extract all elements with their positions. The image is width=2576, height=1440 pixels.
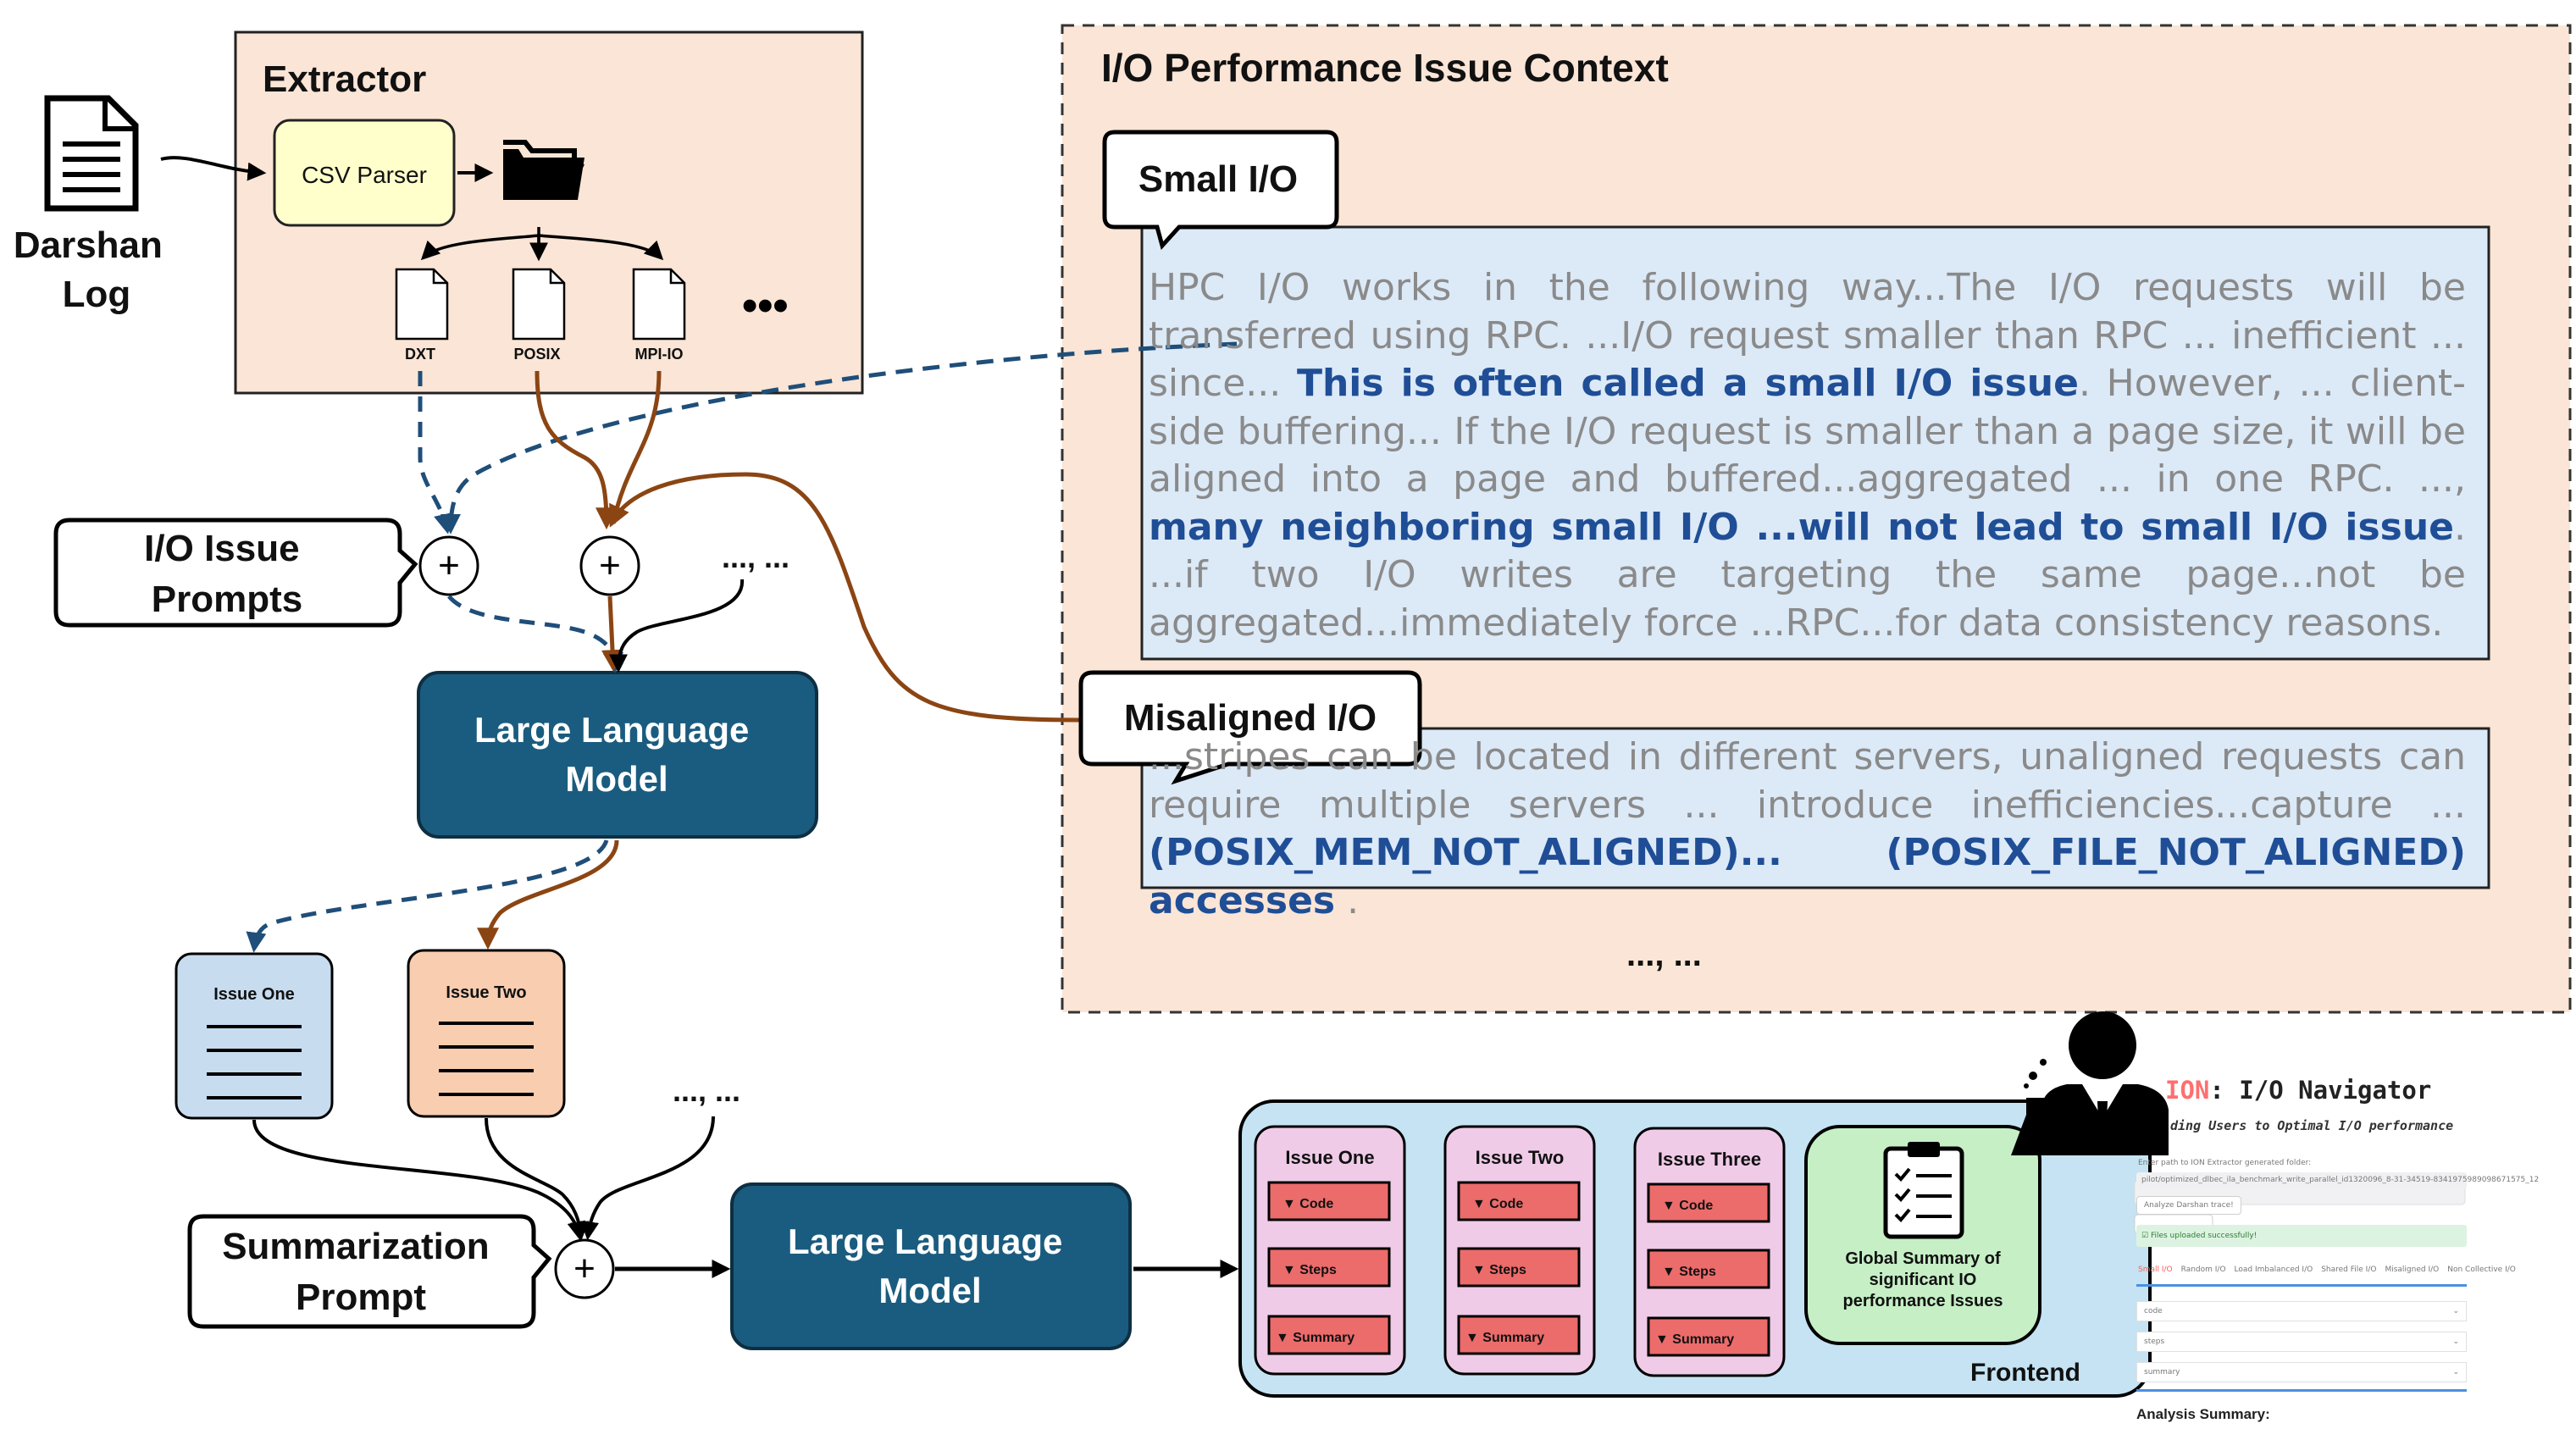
file-label-mpi-io: MPI-IO	[635, 346, 684, 363]
svg-text:▼ Summary: ▼ Summary	[1465, 1331, 1544, 1345]
extractor-more: •••	[742, 281, 789, 330]
svg-text:▼ Steps: ▼ Steps	[1282, 1263, 1337, 1277]
frontend-panel: Frontend Issue One ▼ Code ▼ Steps ▼ Summ…	[1238, 1099, 2152, 1398]
file-label-posix: POSIX	[513, 346, 560, 363]
navigator-tabs: Small I/O Random I/O Load Imbalanced I/O…	[2138, 1266, 2516, 1274]
svg-text:▼ Summary: ▼ Summary	[1276, 1331, 1354, 1345]
arrow-more-issues-to-combine	[580, 1116, 715, 1241]
issue-one-card: Issue One	[175, 952, 334, 1120]
darshan-log-label: Darshan Log	[14, 224, 173, 315]
dxt-file-icon	[395, 268, 449, 341]
svg-text:Issue Three: Issue Three	[1658, 1149, 1761, 1170]
navigator-success-banner: ☑ Files uploaded successfully!	[2136, 1225, 2467, 1247]
navigator-tab-non-collective-io[interactable]: Non Collective I/O	[2447, 1266, 2516, 1274]
svg-text:Issue Two: Issue Two	[1476, 1147, 1565, 1168]
svg-text:▼ Code: ▼ Code	[1662, 1199, 1713, 1213]
navigator-path-label: Enter path to ION Extractor generated fo…	[2138, 1159, 2312, 1167]
misaligned-io-tab: Misaligned I/O	[1078, 670, 1422, 785]
arrow-combine1-to-llm	[447, 595, 624, 673]
svg-text:▼ Code: ▼ Code	[1282, 1197, 1333, 1211]
global-summary-label: Global Summary of significant IO perform…	[1842, 1249, 2003, 1310]
scientist-icon	[2011, 1011, 2169, 1155]
arrow-llm-to-issue-one	[246, 839, 609, 953]
svg-text:Issue One: Issue One	[213, 985, 295, 1004]
svg-text:Misaligned I/O: Misaligned I/O	[1124, 697, 1377, 739]
summarization-prompt-callout: Summarization Prompt	[187, 1214, 552, 1329]
svg-text:Summarization Prompt: Summarization Prompt	[222, 1226, 500, 1318]
clipboard-checklist-icon	[1883, 1142, 1964, 1239]
global-summary-box: Global Summary of significant IO perform…	[1804, 1125, 2041, 1345]
svg-text:Small I/O: Small I/O	[1138, 158, 1298, 200]
small-io-tab: Small I/O	[1102, 130, 1339, 251]
arrow-llm-to-issue-two	[477, 839, 619, 950]
navigator-dropdown-code[interactable]: code⌄	[2136, 1301, 2467, 1321]
frontend-label: Frontend	[1970, 1359, 2080, 1387]
svg-text:Large Language Model: Large Language Model	[788, 1221, 1072, 1310]
svg-text:+: +	[599, 545, 621, 586]
combine-circle-3: +	[554, 1238, 615, 1299]
context-title: I/O Performance Issue Context	[1101, 46, 1669, 90]
context-more: ..., ...	[1626, 936, 1702, 973]
small-io-text-box	[1140, 225, 2490, 661]
extractor-title: Extractor	[263, 58, 426, 100]
small-io-description: HPC I/O works in the following way...The…	[1149, 266, 2467, 645]
arrow-mpi-io-to-combine	[611, 370, 662, 524]
navigator-tab-random-io[interactable]: Random I/O	[2180, 1266, 2226, 1274]
navigator-tab-shared-file-io[interactable]: Shared File I/O	[2321, 1266, 2377, 1274]
navigator-tab-load-imbalanced-io[interactable]: Load Imbalanced I/O	[2234, 1266, 2313, 1274]
arrow-more-to-llm	[609, 579, 745, 673]
svg-text:▼ Steps: ▼ Steps	[1662, 1265, 1716, 1279]
arrow-combine2-to-llm	[601, 595, 623, 673]
svg-text:+: +	[573, 1248, 596, 1289]
navigator-subtitle: ding Users to Optimal I/O performance	[2170, 1118, 2454, 1133]
io-performance-issue-context-panel: I/O Performance Issue Context ..., ...	[1061, 24, 2572, 1014]
frontend-column-issue-one: Issue One ▼ Code ▼ Steps ▼ Summary	[1254, 1125, 1406, 1376]
csv-parser-box	[273, 119, 456, 227]
arrow-small-io-to-combine	[440, 341, 1238, 534]
ellipsis-prompts: ..., ...	[722, 540, 789, 574]
navigator-tab-underline	[2136, 1284, 2467, 1287]
svg-text:Issue One: Issue One	[1285, 1147, 1374, 1168]
navigator-path-input[interactable]: pilot/optimized_dlbec_ila_benchmark_writ…	[2136, 1172, 2539, 1189]
navigator-divider	[2136, 1389, 2467, 1392]
arrow-misaligned-io-to-combine	[609, 472, 1082, 723]
svg-text:Large Language Model: Large Language Model	[474, 710, 759, 799]
svg-text:▼ Code: ▼ Code	[1472, 1197, 1523, 1211]
llm-box-1: Large Language Model	[417, 671, 818, 839]
svg-text:▼ Steps: ▼ Steps	[1472, 1263, 1526, 1277]
navigator-title: ION: I/O Navigator	[2165, 1076, 2432, 1105]
svg-text:I/O Issue Prompts: I/O Issue Prompts	[144, 528, 310, 620]
combine-circle-2: +	[579, 535, 640, 596]
file-label-dxt: DXT	[405, 346, 435, 363]
arrow-issue-one-to-combine	[252, 1119, 586, 1241]
arrow-issue-two-to-combine	[485, 1117, 590, 1241]
misaligned-io-description: ...stripes can be located in different s…	[1149, 735, 2466, 922]
arrow-dxt-to-combine	[418, 371, 454, 534]
navigator-dropdown-steps[interactable]: steps⌄	[2136, 1332, 2467, 1352]
navigator-dropdown-summary[interactable]: summary⌄	[2136, 1362, 2467, 1382]
combine-circle-1: +	[418, 535, 479, 596]
navigator-analyze-button[interactable]: Analyze Darshan trace!	[2136, 1196, 2241, 1215]
arrow-posix-to-combine	[535, 370, 618, 530]
frontend-column-issue-three: Issue Three ▼ Code ▼ Steps ▼ Summary	[1633, 1127, 1786, 1377]
svg-text:▼ Summary: ▼ Summary	[1655, 1332, 1734, 1347]
frontend-column-issue-two: Issue Two ▼ Code ▼ Steps ▼ Summary	[1443, 1125, 1596, 1376]
llm-box-2: Large Language Model	[730, 1182, 1132, 1350]
document-icon	[44, 95, 139, 212]
csv-parser-label: CSV Parser	[302, 162, 427, 188]
navigator-tab-small-io[interactable]: Small I/O	[2138, 1266, 2173, 1274]
posix-file-icon	[512, 268, 566, 341]
navigator-analysis-summary: Analysis Summary:	[2136, 1406, 2270, 1422]
folder-icon	[503, 140, 584, 200]
svg-text:+: +	[438, 545, 460, 586]
navigator-tab-misaligned-io[interactable]: Misaligned I/O	[2385, 1266, 2440, 1274]
mpi-io-file-icon	[632, 268, 686, 341]
io-issue-prompts-callout: I/O Issue Prompts	[53, 518, 418, 628]
issue-two-card: Issue Two	[407, 949, 566, 1118]
extractor-box: Extractor CSV Parser DXT POSIX MPI-I	[234, 30, 864, 395]
svg-text:Issue Two: Issue Two	[446, 983, 526, 1002]
ellipsis-issues: ..., ...	[673, 1073, 740, 1108]
